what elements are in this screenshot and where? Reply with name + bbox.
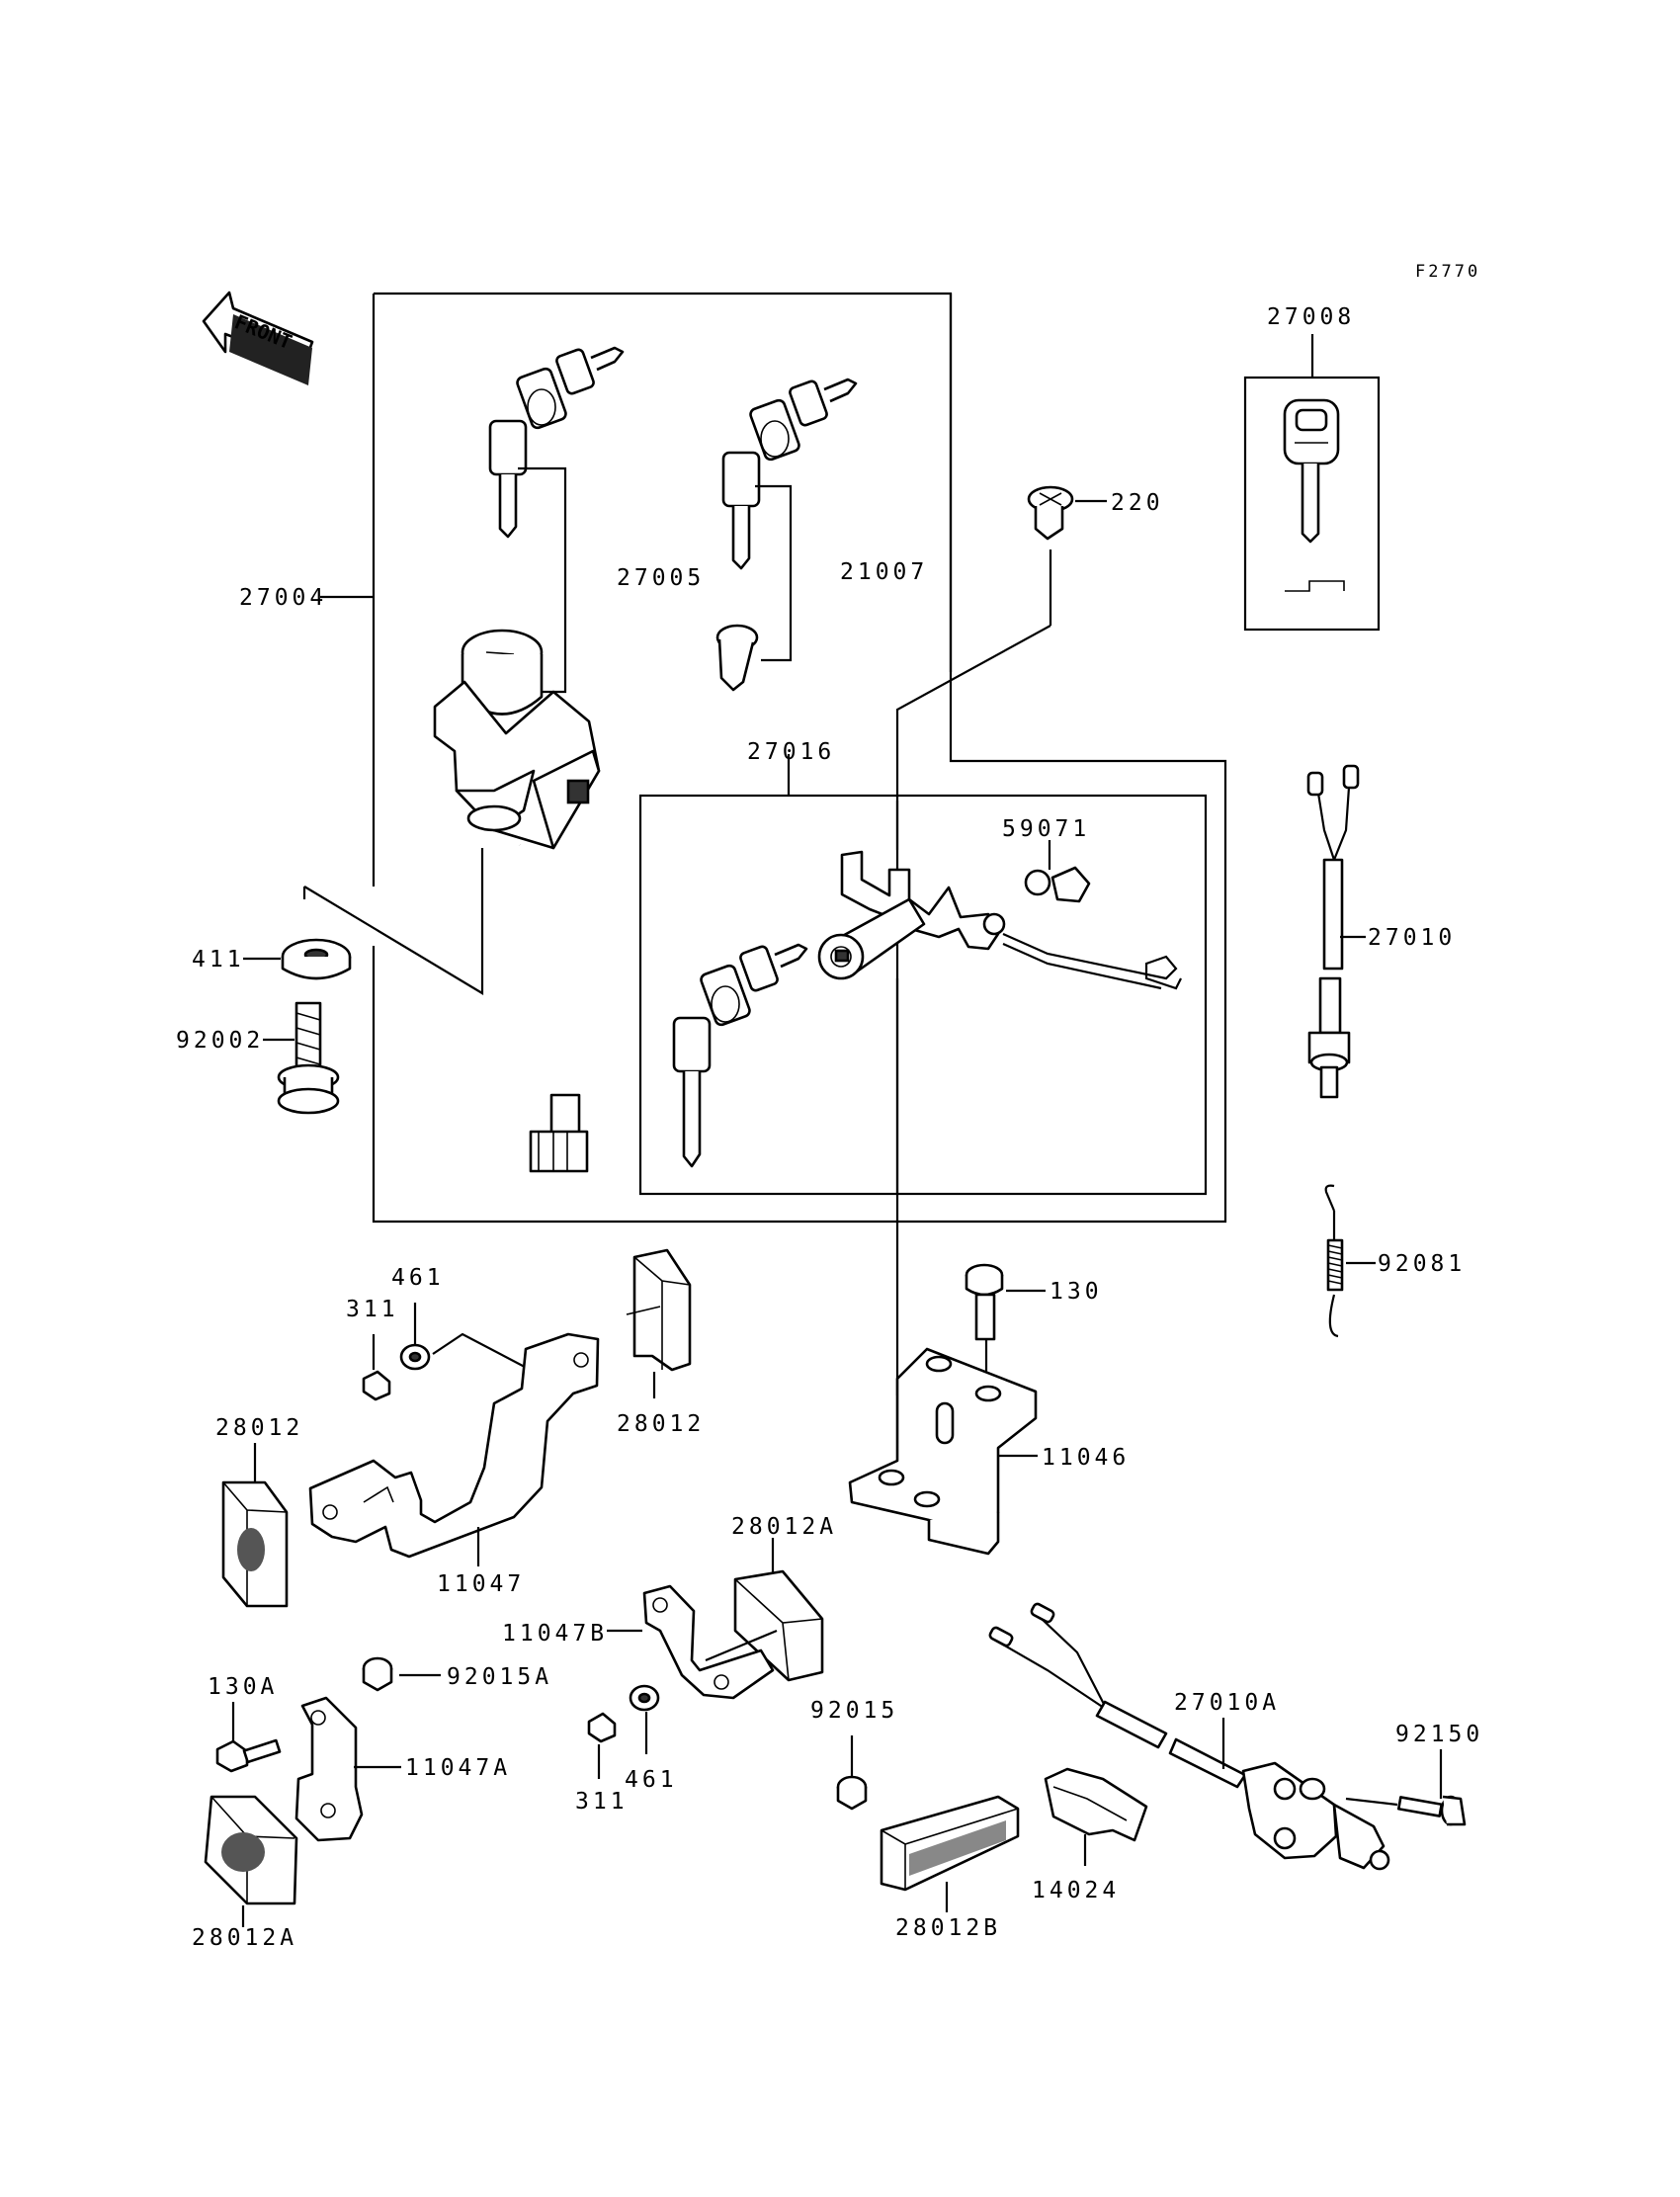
label-28012-top: 28012 — [617, 1411, 705, 1437]
label-21007: 21007 — [840, 559, 928, 585]
label-92081: 92081 — [1378, 1251, 1466, 1277]
label-27010: 27010 — [1368, 925, 1456, 951]
washer-461-b — [629, 1684, 660, 1754]
label-59071: 59071 — [1002, 816, 1090, 842]
bracket-11047B — [607, 1584, 778, 1700]
label-27016: 27016 — [747, 739, 835, 765]
pad-28012A-bottom — [204, 1795, 298, 1927]
label-92150: 92150 — [1395, 1722, 1483, 1747]
label-11047A: 11047A — [405, 1755, 511, 1781]
seat-lock-27016 — [787, 754, 1182, 1194]
bracket-11046 — [848, 1347, 1038, 1556]
frame-27016 — [638, 794, 1208, 1196]
bolt-92150 — [1345, 1749, 1467, 1826]
label-11046: 11046 — [1042, 1445, 1130, 1471]
label-92015: 92015 — [810, 1698, 898, 1724]
bracket-11047A — [294, 1696, 401, 1842]
bolt-130A — [215, 1702, 282, 1773]
bolt-92002 — [263, 1001, 340, 1115]
label-411: 411 — [192, 947, 245, 972]
label-11047B: 11047B — [502, 1621, 608, 1647]
label-11047: 11047 — [437, 1571, 525, 1597]
label-130: 130 — [1050, 1279, 1103, 1305]
label-311-a: 311 — [346, 1297, 399, 1322]
key-box-27008 — [1243, 334, 1381, 632]
keys-21007 — [715, 378, 858, 692]
label-27010A: 27010A — [1174, 1690, 1280, 1716]
label-130A: 130A — [208, 1674, 278, 1700]
label-92015A: 92015A — [447, 1664, 552, 1690]
front-arrow-icon: FRONT — [202, 291, 314, 385]
label-27004: 27004 — [239, 585, 327, 611]
switch-27010A — [988, 1602, 1390, 1871]
switch-27010 — [1306, 764, 1366, 1099]
bracket-11047 — [308, 1332, 600, 1566]
label-92002: 92002 — [176, 1028, 264, 1054]
nut-92015A — [362, 1656, 441, 1692]
screw-220 — [895, 485, 1107, 1395]
label-28012A-top: 28012A — [731, 1514, 837, 1540]
clip-14024 — [1044, 1767, 1148, 1866]
nut-311-a — [362, 1334, 391, 1401]
washer-461-a — [399, 1303, 543, 1377]
pad-28012-top — [626, 1248, 692, 1398]
pad-28012B — [880, 1795, 1020, 1912]
label-220: 220 — [1111, 490, 1164, 516]
diagram-code: F2770 — [1415, 262, 1480, 282]
washer-411 — [243, 887, 352, 980]
label-28012A-bottom: 28012A — [192, 1925, 297, 1951]
spring-92081 — [1324, 1184, 1376, 1338]
keys-27016 — [672, 943, 808, 1168]
label-14024: 14024 — [1032, 1878, 1120, 1903]
nut-311-b — [587, 1712, 617, 1779]
nut-92015 — [836, 1735, 868, 1811]
keys-27005 — [488, 346, 625, 694]
frame-27004 — [372, 292, 1227, 1224]
pad-28012-left — [221, 1443, 289, 1608]
label-27008: 27008 — [1267, 304, 1355, 330]
ignition-switch-27004 — [303, 629, 601, 1173]
label-28012B: 28012B — [895, 1915, 1001, 1941]
label-311-b: 311 — [575, 1789, 629, 1815]
label-461-a: 461 — [391, 1265, 445, 1291]
label-28012-left: 28012 — [215, 1415, 303, 1441]
nut-59071 — [1024, 840, 1091, 903]
label-461-b: 461 — [625, 1767, 678, 1793]
pad-28012A-top — [733, 1538, 824, 1682]
label-27005: 27005 — [617, 565, 705, 591]
